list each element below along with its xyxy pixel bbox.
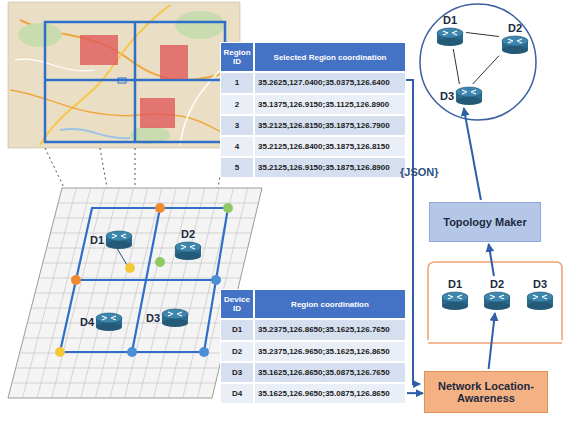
router-node: D1 [441,278,469,311]
device-panel [428,262,562,340]
router-node: D4 [80,312,123,332]
router-icon [441,291,469,311]
table-cell: 35.1375,126.9150;35.1125,126.8900 [254,94,406,115]
format-label: {JSON} [400,166,439,178]
map [8,2,240,148]
router-node: D3 [146,308,189,328]
device-label: D2 [508,22,522,34]
topology-circle [420,4,536,120]
data-table: Device IDRegion coordinationD135.2375,12… [220,289,406,404]
device-label: D1 [443,14,457,26]
flow-arrow [489,244,494,276]
router-icon [455,86,483,106]
device-panel [428,342,562,344]
link-line [473,56,499,84]
box-label: Topology Maker [443,216,527,228]
table-header: Device ID [220,289,254,319]
router-icon [161,308,189,328]
device-label: D1 [90,234,104,246]
flow-arrow [464,108,481,200]
table-cell: 4 [220,136,254,157]
router-node: D3 [440,86,483,106]
table-cell: 2 [220,94,254,115]
table-cell: 35.1625,126.8650;35.0875,126.7650 [254,362,406,383]
table-cell: 35.2125,126.9150;35.1875,126.8900 [254,157,406,178]
process-box: Topology Maker [429,202,541,242]
table-cell: D2 [220,341,254,362]
data-flow-line [407,392,423,394]
link-line [453,49,459,84]
process-box: Network Location-Awareness [424,371,548,413]
router-icon [174,241,202,261]
table-cell: D3 [220,362,254,383]
router-node: D1 [90,230,133,250]
router-node: D2 [501,22,529,55]
region-grid [60,208,228,352]
router-icon [436,27,464,47]
table-cell: 35.1625,126.9650;35.0875,126.8650 [254,383,406,404]
table-cell: 35.2125,126.8150;35.1875,126.7900 [254,115,406,136]
router-icon [526,291,554,311]
data-table: Region IDSelected Region coordination135… [220,42,406,178]
table-header: Selected Region coordination [254,42,406,72]
grid-plane [8,188,262,398]
data-flow-line [406,80,420,384]
sensor-dots [55,203,233,357]
link-line [466,32,499,36]
router-node: D2 [174,228,202,261]
device-label: D2 [490,278,504,290]
device-label: D3 [440,90,454,102]
table-cell: 3 [220,115,254,136]
table-cell: 35.2125,126.8400;35.1875,126.8150 [254,136,406,157]
table-cell: 35.2375,126.8650;35.1625,126.7650 [254,319,406,340]
table-cell: D1 [220,319,254,340]
flow-arrow [489,313,495,369]
router-icon [95,312,123,332]
table-cell: 5 [220,157,254,178]
grid-lines [12,188,259,398]
router-node: D1 [436,14,464,47]
device-label: D1 [448,278,462,290]
table-cell: 35.2625,127.0400;35.0375,126.6400 [254,72,406,93]
device-label: D3 [533,278,547,290]
table-header: Region ID [220,42,254,72]
router-node: D2 [483,278,511,311]
router-node: D3 [526,278,554,311]
table-cell: 1 [220,72,254,93]
router-icon [501,35,529,55]
router-icon [483,291,511,311]
device-label: D2 [181,228,195,240]
router-icon [105,230,133,250]
table-cell: 35.2375,126.9650;35.1625,126.8650 [254,341,406,362]
table-cell: D4 [220,383,254,404]
table-header: Region coordination [254,289,406,319]
box-label: Network Location-Awareness [430,380,542,404]
device-label: D3 [146,312,160,324]
device-label: D4 [80,316,94,328]
